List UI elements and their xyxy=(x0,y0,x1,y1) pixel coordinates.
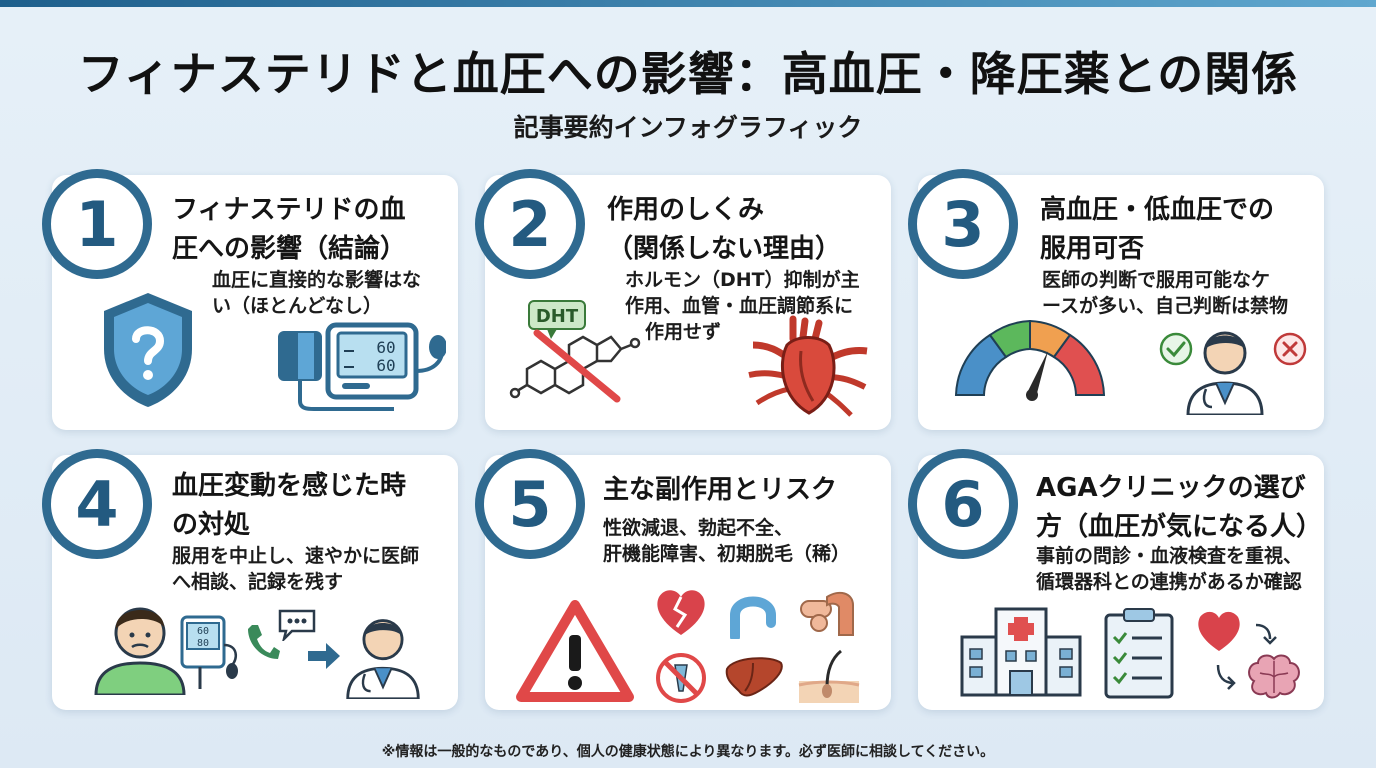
check-icon xyxy=(1159,332,1193,366)
card-4: 4 血圧変動を感じた時の対処 服用を中止し、速やかに医師へ相談、記録を残す 60… xyxy=(42,449,458,710)
warning-icon xyxy=(516,600,634,702)
page-title: フィナステリドと血圧への影響：高血圧・降圧薬との関係 xyxy=(77,47,1299,101)
card-title: 高血圧・低血圧での服用可否 xyxy=(1040,195,1275,264)
top-accent-bar xyxy=(0,0,1376,7)
speech-bubble-icon xyxy=(278,609,316,641)
card-number-badge: 6 xyxy=(908,449,1018,559)
blood-pressure-gauge-icon xyxy=(954,319,1106,401)
card-description: 血圧に直接的な影響はない（ほとんどなし） xyxy=(212,269,422,317)
card-number-badge: 3 xyxy=(908,169,1018,279)
card-title: 主な副作用とリスク xyxy=(603,475,838,505)
card-description: 事前の問診・血液検査を重視、循環器科との連携があるか確認 xyxy=(1036,545,1303,593)
cycle-arrows-icon xyxy=(1216,623,1277,690)
hospital-icon xyxy=(960,607,1082,697)
card-title: 作用のしくみ（関係しない理由） xyxy=(607,195,842,264)
disclaimer-footer: ※情報は一般的なものであり、個人の健康状態により異なります。必ず医師に相談してく… xyxy=(381,744,995,760)
card-description: 服用を中止し、速やかに医師へ相談、記録を残す xyxy=(172,545,420,593)
doctor-icon xyxy=(346,619,420,699)
card-6: 6 AGAクリニックの選び方（血圧が気になる人） 事前の問診・血液検査を重視、循… xyxy=(908,449,1324,710)
bp-reading-top: 60 xyxy=(376,338,395,357)
card-number-badge: 5 xyxy=(475,449,585,559)
card-1: 1 フィナステリドの血圧への影響（結論） 血圧に直接的な影響はない（ほとんどなし… xyxy=(42,169,458,430)
arrow-right-icon xyxy=(308,643,340,669)
card-3: 3 高血圧・低血圧での服用可否 医師の判断で服用可能なケースが多い、自己判断は禁… xyxy=(908,169,1324,430)
card-number-badge: 2 xyxy=(475,169,585,279)
hair-loss-icon xyxy=(798,649,860,703)
broken-heart-icon xyxy=(657,590,705,635)
no-libido-icon xyxy=(656,653,706,703)
dht-molecule-icon: DHT xyxy=(509,300,641,403)
card-title: 血圧変動を感じた時の対処 xyxy=(172,471,407,540)
card-number-badge: 1 xyxy=(42,169,152,279)
checklist-icon xyxy=(1104,608,1174,699)
card-description: 医師の判断で服用可能なケースが多い、自己判断は禁物 xyxy=(1042,269,1289,317)
card-title: AGAクリニックの選び方（血圧が気になる人） xyxy=(1036,473,1323,542)
heart-vessels-icon xyxy=(748,315,868,417)
blood-pressure-monitor-icon: 60 80 xyxy=(180,615,238,689)
worried-person-icon xyxy=(94,607,186,695)
bp-reading-bottom: 60 xyxy=(376,356,395,375)
liver-icon xyxy=(725,657,783,697)
cross-icon xyxy=(1273,332,1307,366)
erectile-icon xyxy=(730,596,776,639)
bp-reading-bottom: 80 xyxy=(197,638,209,649)
card-title: フィナステリドの血圧への影響（結論） xyxy=(172,195,407,264)
card-description: 性欲減退、勃起不全、肝機能障害、初期脱毛（稀） xyxy=(603,517,851,565)
card-2: 2 作用のしくみ（関係しない理由） ホルモン（DHT）抑制が主作用、血管・血圧調… xyxy=(475,169,891,430)
heart-icon xyxy=(1198,611,1240,651)
dht-label: DHT xyxy=(536,306,579,327)
genital-icon xyxy=(800,591,854,636)
card-number-badge: 4 xyxy=(42,449,152,559)
card-5: 5 主な副作用とリスク 性欲減退、勃起不全、肝機能障害、初期脱毛（稀） xyxy=(475,449,891,710)
brain-icon xyxy=(1248,654,1300,699)
bp-reading-top: 60 xyxy=(197,626,209,637)
doctor-icon xyxy=(1186,331,1264,415)
phone-icon xyxy=(248,625,280,659)
page-subtitle: 記事要約インフォグラフィック xyxy=(513,113,863,142)
blood-pressure-monitor-icon: 60 60 xyxy=(278,322,446,411)
card-description: ホルモン（DHT）抑制が主作用、血管・血圧調節系に作用せず xyxy=(625,269,860,343)
shield-question-icon xyxy=(104,293,192,407)
